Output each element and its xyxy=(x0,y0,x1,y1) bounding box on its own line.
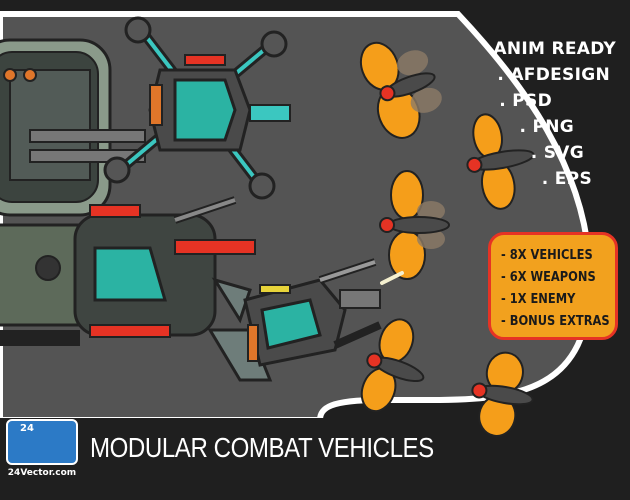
enemy-bug-4 xyxy=(360,318,425,413)
format-list: ANIM READY . AFDESIGN . PSD . PNG . SVG … xyxy=(493,36,616,192)
format-psd: . PSD xyxy=(499,91,552,111)
feature-weapons: - 6X WEAPONS xyxy=(501,270,596,285)
format-eps: . EPS xyxy=(541,169,592,189)
brand-logo-text: 24Vector.com xyxy=(7,468,77,478)
feature-bonus: - BONUS EXTRAS xyxy=(501,314,610,329)
enemy-bug-1 xyxy=(359,41,442,139)
format-afdesign: . AFDESIGN xyxy=(497,65,610,85)
feature-vehicles: - 8X VEHICLES xyxy=(501,248,593,263)
footer-bar xyxy=(0,418,630,500)
product-title: MODULAR COMBAT VEHICLES xyxy=(90,432,434,463)
armored-truck-vehicle xyxy=(0,196,256,346)
feature-enemy: - 1X ENEMY xyxy=(501,292,576,307)
hover-craft-vehicle xyxy=(0,38,146,217)
format-png: . PNG xyxy=(519,117,574,137)
enemy-bug-2 xyxy=(466,113,535,210)
enemy-bug-3 xyxy=(379,170,450,280)
fighter-jet-vehicle xyxy=(207,258,382,382)
muzzle-flash xyxy=(380,271,404,285)
format-svg: . SVG xyxy=(530,143,584,163)
format-anim-ready: ANIM READY xyxy=(493,39,616,59)
quad-drone-vehicle xyxy=(103,16,291,200)
logo-number: 24 xyxy=(20,423,34,434)
brand-logo: 24 xyxy=(6,419,78,465)
feature-badge: - 8X VEHICLES - 6X WEAPONS - 1X ENEMY - … xyxy=(488,232,618,340)
enemy-bug-5 xyxy=(471,351,534,437)
